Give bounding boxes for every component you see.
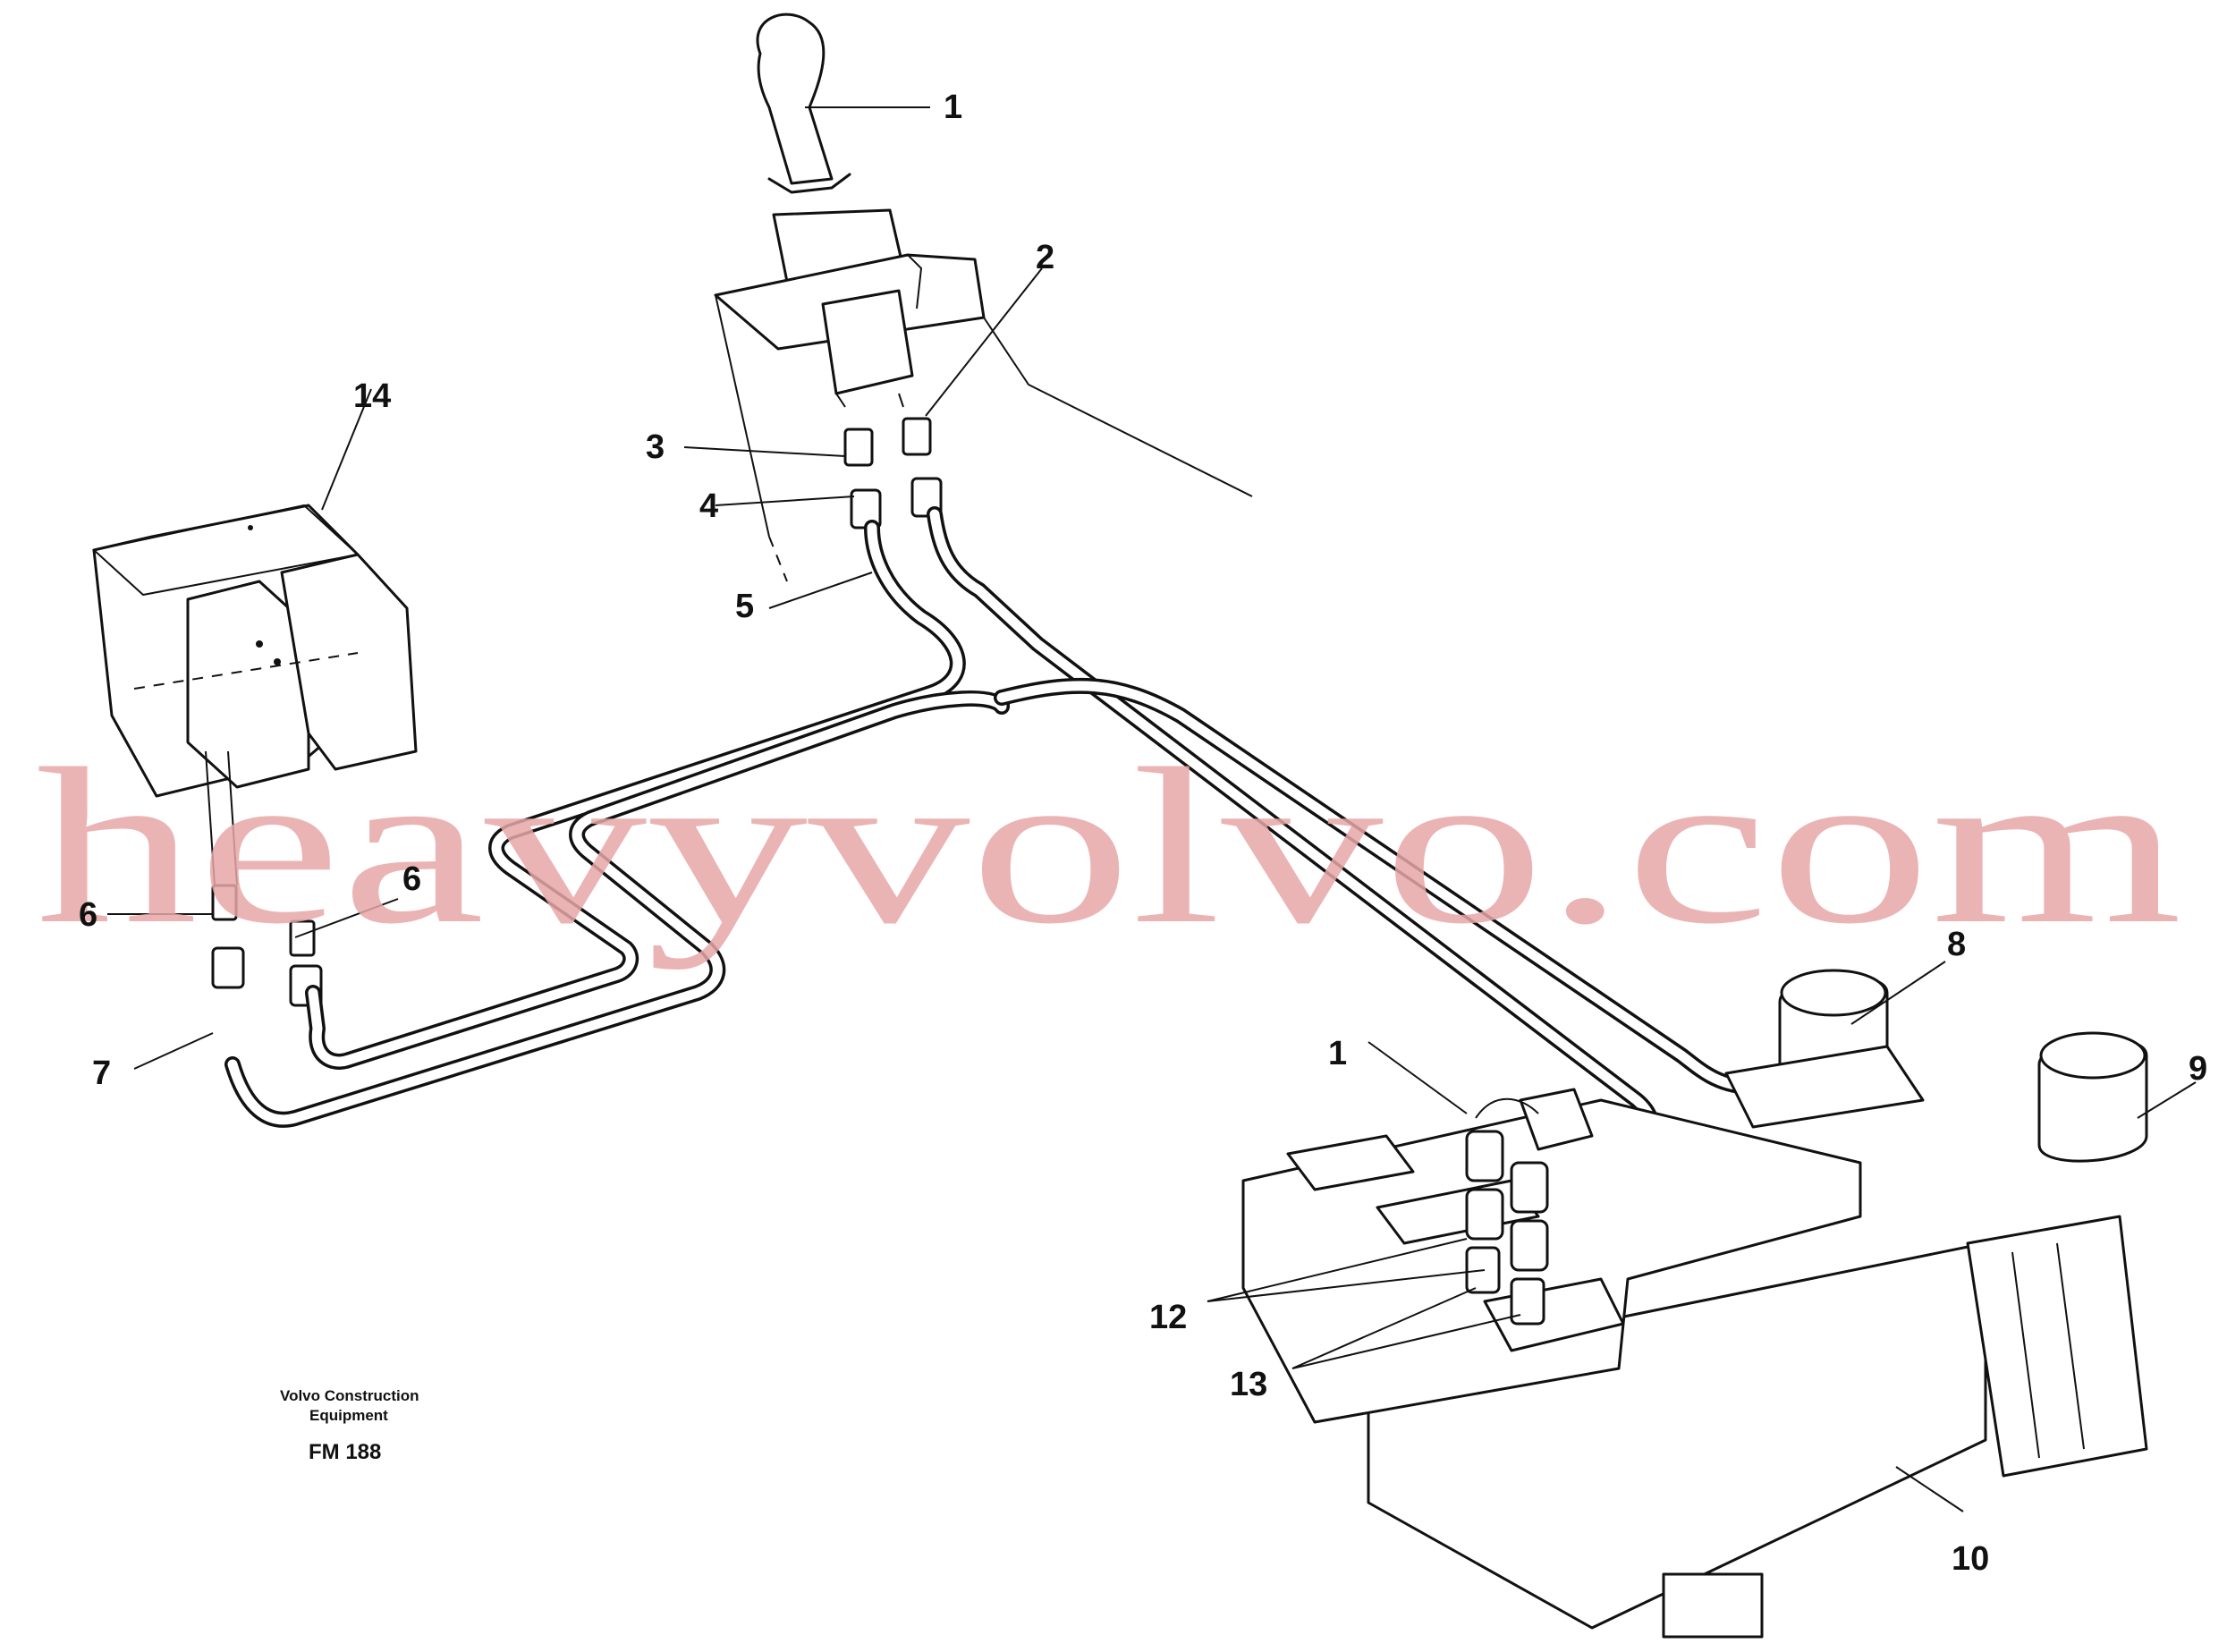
callout-4: 4 (699, 487, 718, 525)
leader-lines (107, 106, 2197, 1512)
callout-5: 5 (735, 588, 754, 625)
callout-3: 3 (646, 428, 665, 466)
callout-12: 12 (1149, 1299, 1187, 1336)
callout-9: 9 (2189, 1050, 2207, 1088)
company-line-1: Volvo Construction (280, 1387, 419, 1404)
callout-13: 13 (1230, 1366, 1267, 1403)
callout-7: 7 (92, 1055, 111, 1092)
callout-8: 8 (1947, 926, 1966, 963)
control-lever (714, 13, 1253, 582)
callout-6-left: 6 (79, 896, 97, 934)
callout-14: 14 (353, 377, 391, 415)
footer: Volvo Construction Equipment FM 188 (280, 1387, 419, 1464)
callout-6-right: 6 (402, 860, 421, 898)
callout-1-valve: 1 (1328, 1035, 1347, 1072)
callout-2: 2 (1036, 239, 1054, 276)
callout-10: 10 (1952, 1540, 1989, 1578)
main-valve (1241, 969, 2148, 1639)
watermark: heavyvolvo.com (36, 723, 2182, 970)
company-line-2: Equipment (309, 1407, 388, 1424)
callout-1: 1 (944, 89, 962, 126)
figure-code: FM 188 (309, 1440, 381, 1464)
valve-block (91, 504, 418, 1007)
callout-labels: 1 2 3 4 5 14 6 6 7 1 8 9 10 12 13 (79, 89, 2207, 1578)
